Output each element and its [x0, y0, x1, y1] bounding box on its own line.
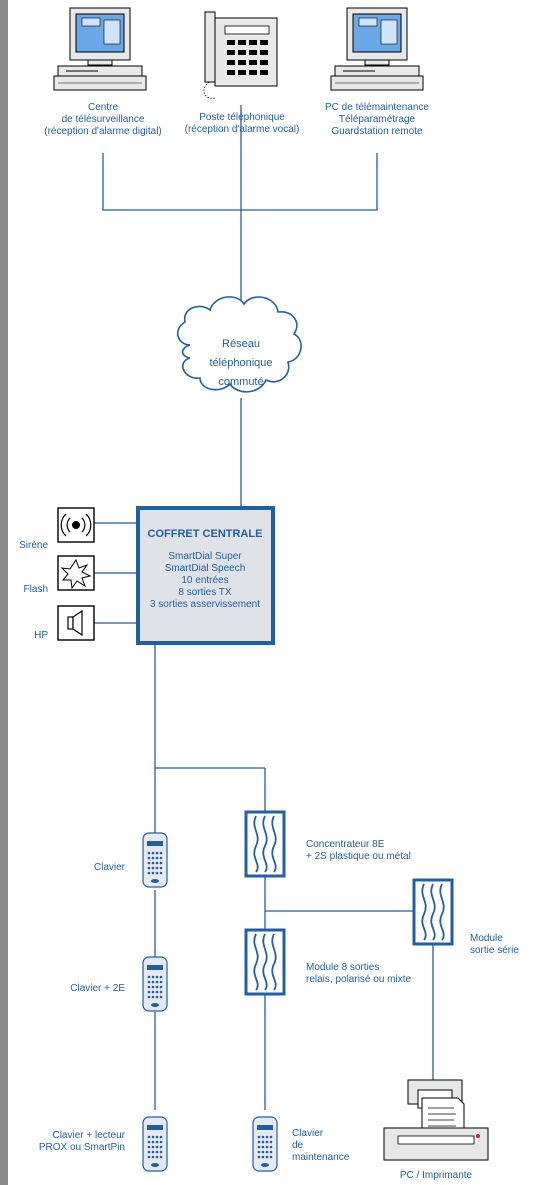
keypad-3-label-2: PROX ou SmartPin — [39, 1142, 125, 1153]
left-station-label-1: Centre — [88, 102, 118, 113]
network-label-3: commuté — [218, 376, 263, 388]
left-station-label-3: (réception d'alarme digital) — [44, 126, 162, 137]
speaker-icon — [57, 605, 95, 641]
siren-label: Sirène — [19, 540, 48, 551]
concentrator-label-2: + 2S plastique ou métal — [306, 851, 411, 862]
maintenance-keypad-icon — [252, 1116, 278, 1172]
keypad-2e-icon — [142, 956, 168, 1012]
left-station-label-2: de télésurveillance — [62, 114, 145, 125]
phone-label-1: Poste téléphonique — [199, 112, 285, 123]
central-line-2: SmartDial Speech — [165, 563, 246, 574]
keypad-2-label: Clavier + 2E — [70, 983, 125, 994]
keypad-4-label-3: maintenance — [292, 1152, 350, 1163]
relays-label-1: Module 8 sorties — [306, 962, 379, 973]
concentrator-label-1: Concentrateur 8E — [306, 839, 385, 850]
serial-label-1: Module — [470, 933, 503, 944]
network-label-2: téléphonique — [209, 357, 272, 369]
siren-icon — [57, 507, 95, 543]
right-station-label-3: Guardstation remote — [331, 126, 423, 137]
serial-label-2: sortie série — [470, 945, 519, 956]
keypad-1-label: Clavier — [94, 862, 126, 873]
left-side-bar — [0, 0, 8, 1185]
keypad-4-label-2: de — [292, 1140, 304, 1151]
right-station-label-1: PC de télémaintenance — [325, 102, 429, 113]
left-computer-icon — [53, 7, 147, 91]
central-line-1: SmartDial Super — [168, 551, 242, 562]
relays-label-2: relais, polarisé ou mixte — [306, 974, 411, 985]
relay-module-icon — [244, 928, 286, 996]
phone-label-2: (réception d'alarme vocal) — [185, 124, 300, 135]
network-label-1: Réseau — [222, 338, 260, 350]
right-computer-icon — [330, 7, 424, 91]
printer-icon — [383, 1079, 489, 1161]
central-line-3: 10 entrées — [181, 575, 228, 586]
central-line-5: 3 sorties asservissement — [150, 599, 260, 610]
connection-lines — [94, 105, 434, 1110]
central-line-4: 8 sorties TX — [178, 587, 231, 598]
flash-label: Flash — [24, 584, 48, 595]
telephone-icon — [203, 11, 278, 99]
concentrator-module-icon — [244, 810, 286, 878]
keypad-3-label-1: Clavier + lecteur — [52, 1130, 125, 1141]
right-station-label-2: Téléparamétrage — [339, 114, 416, 125]
flash-icon — [57, 555, 95, 591]
keypad-icon — [142, 832, 168, 888]
keypad-4-label-1: Clavier — [292, 1128, 324, 1139]
keypad-prox-icon — [142, 1116, 168, 1172]
network-cloud-icon — [176, 296, 302, 393]
central-box — [136, 506, 275, 645]
hp-label: HP — [34, 630, 48, 641]
printer-label: PC / Imprimante — [400, 1170, 473, 1181]
central-title: COFFRET CENTRALE — [148, 528, 263, 540]
serial-module-icon — [412, 878, 454, 946]
